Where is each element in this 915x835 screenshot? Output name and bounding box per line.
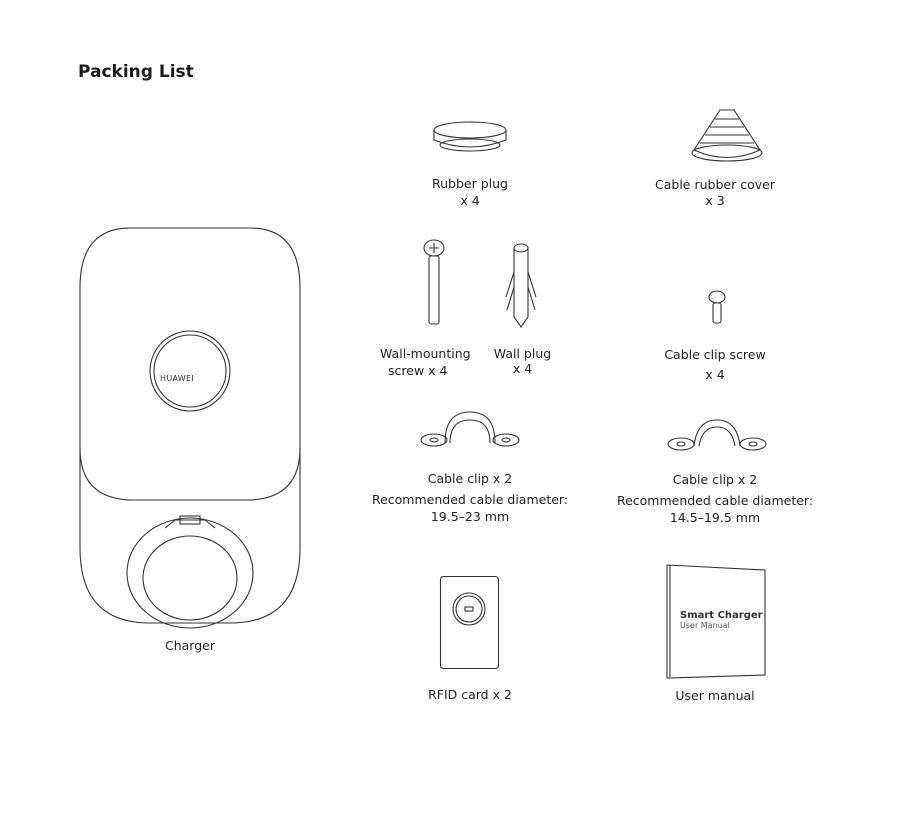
rubber-plug-icon xyxy=(433,121,507,152)
rubber-plug-label: Rubber plug xyxy=(432,176,508,191)
cable-clip-small-note: Recommended cable diameter: xyxy=(616,493,814,508)
rfid-card-icon xyxy=(439,575,500,670)
user-manual-label: User manual xyxy=(675,688,755,703)
user-manual-icon xyxy=(666,564,766,679)
wall-plug-icon xyxy=(505,243,537,328)
cable-clip-small-icon xyxy=(667,419,767,451)
cable-rubber-cover-icon xyxy=(691,109,763,162)
manual-cover-title: Smart Charger xyxy=(680,610,763,621)
cable-clip-screw-label: Cable clip screw xyxy=(664,347,766,362)
manual-cover-subtitle: User Manual xyxy=(680,621,730,630)
wall-mounting-screw-label: Wall-mounting xyxy=(380,346,471,361)
wall-mounting-screw-icon xyxy=(423,239,445,325)
rubber-plug-qty: x 4 xyxy=(460,193,480,208)
cable-clip-small-label: Cable clip x 2 xyxy=(672,472,758,487)
cable-clip-large-icon xyxy=(420,411,520,447)
cable-rubber-cover-label: Cable rubber cover xyxy=(655,177,775,192)
wall-mounting-screw-qty: screw x 4 xyxy=(388,363,448,378)
cable-clip-screw-icon xyxy=(708,290,726,324)
cable-clip-screw-qty: x 4 xyxy=(705,367,725,382)
page-title: Packing List xyxy=(78,62,194,82)
cable-clip-large-range: 19.5–23 mm xyxy=(430,509,510,524)
cable-clip-large-label: Cable clip x 2 xyxy=(427,471,513,486)
charger-label: Charger xyxy=(165,638,215,653)
cable-clip-small-range: 14.5–19.5 mm xyxy=(669,510,761,525)
rfid-card-label: RFID card x 2 xyxy=(428,687,512,702)
cable-clip-large-note: Recommended cable diameter: xyxy=(371,492,569,507)
wall-plug-qty: x 4 xyxy=(512,361,533,376)
wall-plug-label: Wall plug xyxy=(493,346,552,361)
charger-illustration xyxy=(79,227,301,629)
cable-rubber-cover-qty: x 3 xyxy=(705,193,725,208)
huawei-logo: HUAWEI xyxy=(160,374,195,383)
